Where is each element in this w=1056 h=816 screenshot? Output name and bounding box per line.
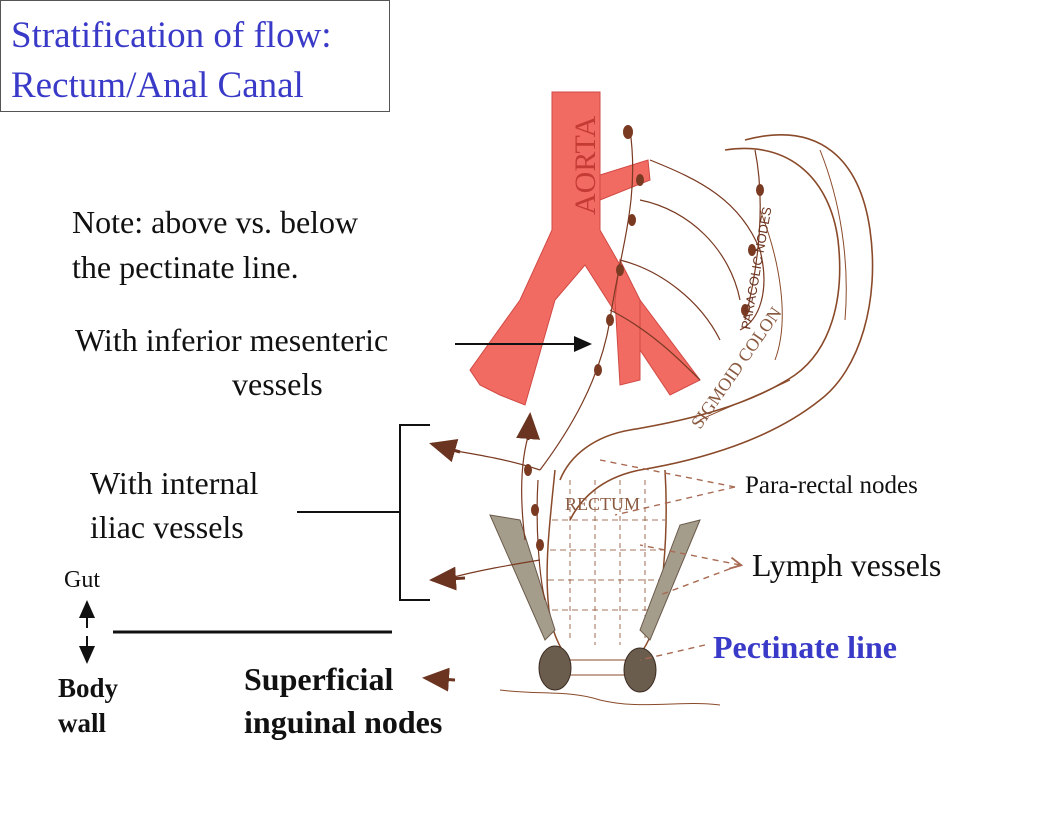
label-internal-iliac: With internal [90, 465, 259, 501]
label-para-rectal: Para-rectal nodes [745, 472, 918, 499]
flow-arrows [422, 412, 541, 692]
label-body: Body [58, 673, 119, 703]
internal-iliac-bracket [399, 424, 430, 601]
sphincter-left [538, 645, 572, 691]
levator-left [489, 514, 556, 641]
label-gut: Gut [64, 567, 100, 593]
label-lymph-vessels: Lymph vessels [752, 547, 942, 583]
lymph-nodes [524, 125, 764, 551]
label-wall: wall [58, 708, 107, 738]
leader-lines [599, 459, 740, 661]
label-inguinal-nodes: inguinal nodes [244, 704, 443, 740]
label-pectinate-line: Pectinate line [713, 629, 897, 665]
annotation-lines [79, 336, 592, 664]
label-internal-iliac-2: iliac vessels [90, 509, 244, 545]
sigmoid-colon [559, 134, 874, 521]
sphincter-right [623, 647, 657, 693]
title-box: Stratification of flow: Rectum/Anal Cana… [0, 0, 390, 112]
label-inferior-mesenteric-2: vessels [232, 366, 323, 402]
label-superficial: Superficial [244, 661, 394, 697]
levator-right [639, 519, 701, 641]
rectum-label: RECTUM [565, 494, 640, 514]
label-inferior-mesenteric: With inferior mesenteric [75, 322, 389, 358]
note-line-1: Note: above vs. below [72, 204, 359, 240]
sigmoid-label: SIGMOID COLON [687, 303, 786, 432]
note-line-2: the pectinate line. [72, 249, 299, 285]
title-line-2: Rectum/Anal Canal [11, 65, 304, 106]
aorta-label: AORTA [569, 116, 602, 215]
lymph-network [449, 129, 765, 601]
title-line-1: Stratification of flow: [11, 15, 332, 56]
skin-line [499, 689, 721, 706]
